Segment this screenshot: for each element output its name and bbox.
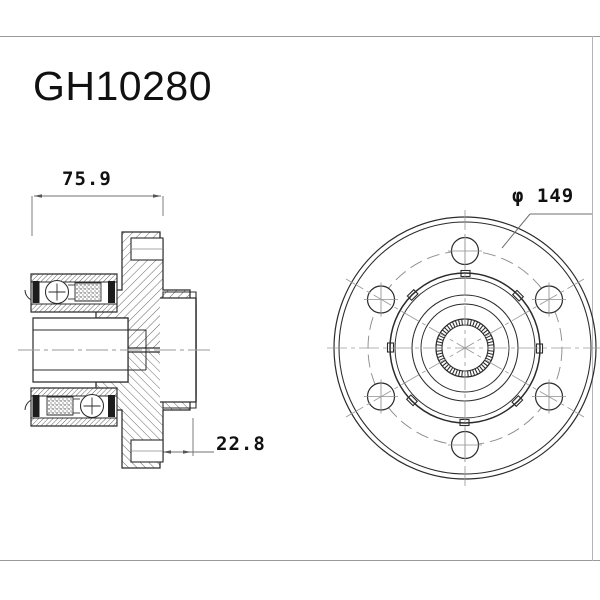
dimension-label-thickness: 22.8 xyxy=(216,433,266,455)
frame-right-rule xyxy=(592,36,593,561)
frame-top-rule xyxy=(0,36,600,37)
hub-step-ring xyxy=(411,294,519,402)
dimension-width xyxy=(31,194,164,236)
flange-bolt-hole-upper xyxy=(130,237,164,261)
bearing-cage-upper xyxy=(74,282,102,302)
hub-recess-ring xyxy=(420,303,510,393)
bearing-cage-lower xyxy=(46,396,74,416)
bearing-row-lower xyxy=(30,387,118,427)
bearing-seal-right-lower xyxy=(108,395,115,417)
hub-disc-notches xyxy=(386,269,544,427)
bearing-seal-left-lower xyxy=(32,395,40,417)
dimension-label-diameter: φ 149 xyxy=(512,185,575,207)
bearing-row-upper xyxy=(30,273,118,313)
flange-bolt-hole-lower xyxy=(130,439,164,463)
front-face-view xyxy=(327,210,600,486)
bearing-seal-right-upper xyxy=(108,281,115,303)
diameter-leader xyxy=(501,213,592,249)
frame-bottom-rule xyxy=(0,560,600,561)
radial-centerlines xyxy=(327,210,600,486)
hub-disc-outer xyxy=(389,272,541,424)
page-title: GH10280 xyxy=(33,63,213,109)
dimension-label-width: 75.9 xyxy=(62,168,112,190)
bearing-seal-left-upper xyxy=(32,281,40,303)
cross-section-view xyxy=(18,231,214,469)
